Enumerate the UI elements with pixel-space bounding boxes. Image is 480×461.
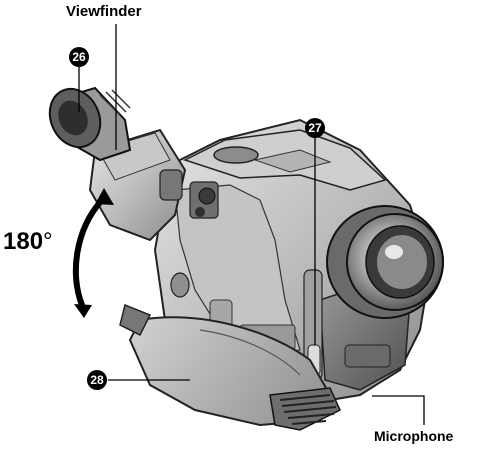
callout-27: 27 <box>305 118 325 138</box>
viewfinder <box>48 86 187 242</box>
grip-strap <box>119 303 341 431</box>
callout-28: 28 <box>87 370 107 390</box>
rotation-arrow <box>72 188 114 318</box>
leader-lines <box>78 24 425 425</box>
angle-unit: ° <box>43 228 53 255</box>
rotation-angle-label: 180° <box>3 228 53 256</box>
microphone-label: Microphone <box>374 428 454 444</box>
viewfinder-label: Viewfinder <box>66 3 142 20</box>
lens-assembly <box>326 205 444 319</box>
callout-26: 26 <box>69 47 89 67</box>
angle-value: 180 <box>3 228 44 255</box>
